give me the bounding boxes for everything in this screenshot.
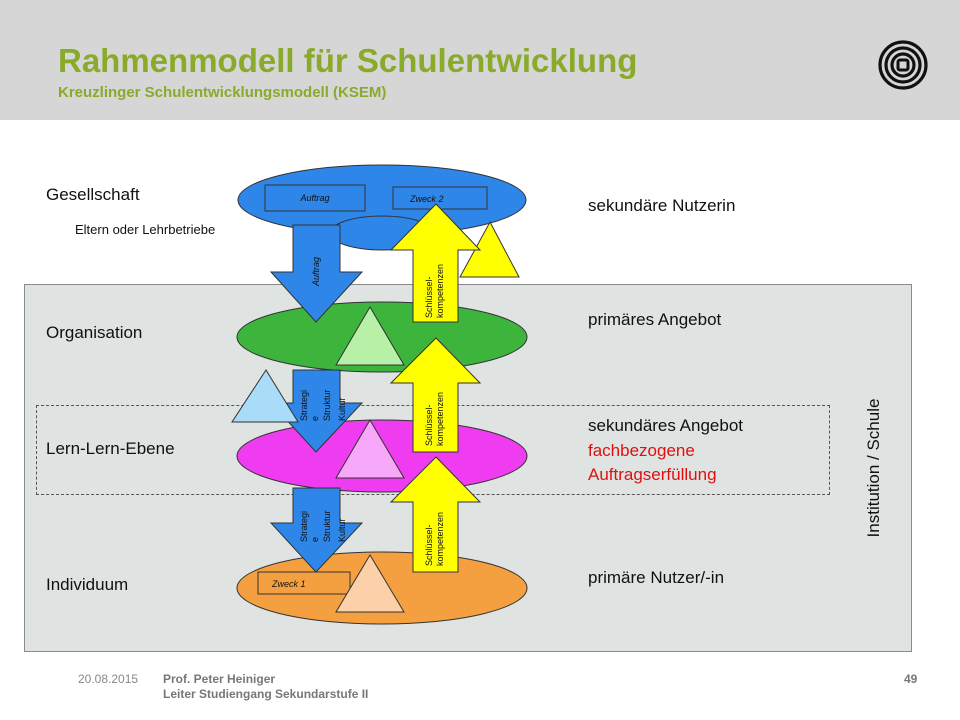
arrow-upper-struktur: Struktur (322, 389, 332, 421)
concentric-logo-icon (878, 40, 928, 90)
box-auftrag (264, 184, 366, 212)
label-sekundaeres-angebot: sekundäres Angebot (588, 416, 744, 435)
header-bar (0, 0, 960, 120)
page-subtitle: Kreuzlinger Schulentwicklungsmodell (KSE… (58, 84, 387, 101)
page-title: Rahmenmodell für Schulentwicklung (58, 42, 638, 79)
arrow-strategie-lower (269, 487, 364, 573)
arrow-schluessel-top (389, 203, 482, 323)
arrow-lower-struktur: Struktur (322, 510, 332, 542)
label-eltern: Eltern oder Lehrbetriebe (75, 222, 216, 237)
label-sekundaere-nutzerin: sekundäre Nutzerin (588, 196, 736, 215)
arrow-auftrag-text: Auftrag (311, 257, 321, 287)
arrow-auftrag (269, 224, 364, 323)
label-gesellschaft: Gesellschaft (46, 185, 140, 204)
footer-author-name: Prof. Peter Heiniger (163, 672, 276, 686)
label-fachbezogene: fachbezogene (588, 441, 695, 460)
box-auftrag-text: Auftrag (299, 193, 329, 203)
arrow-lower-strategie-2: e (310, 537, 320, 542)
box-zweck1-text: Zweck 1 (271, 579, 306, 589)
triangle-light-magenta (335, 419, 405, 479)
arrow-top-schluessel-1: Schlüssel- (424, 276, 434, 318)
arrow-upper-strategie-2: e (310, 416, 320, 421)
arrow-lower-strategie-1: Strategi (299, 511, 309, 542)
footer-author: Prof. Peter Heiniger Leiter Studiengang … (163, 672, 368, 702)
arrow-top-schluessel-2: kompetenzen (435, 264, 445, 318)
label-primaeres-angebot: primäres Angebot (588, 310, 722, 329)
label-auftragserfuellung: Auftragserfüllung (588, 465, 717, 484)
label-organisation: Organisation (46, 323, 143, 342)
label-individuum: Individuum (46, 575, 129, 594)
arrow-bottom-schluessel-2: kompetenzen (435, 512, 445, 566)
arrow-schluessel-mid (389, 337, 482, 453)
arrow-lower-kultur: Kultur (337, 518, 347, 542)
box-zweck1 (257, 571, 351, 595)
label-lernebene: Lern-Lern-Ebene (46, 439, 175, 458)
arrow-strategie-upper (269, 369, 364, 453)
arrow-upper-strategie-1: Strategi (299, 390, 309, 421)
footer-author-role: Leiter Studiengang Sekundarstufe II (163, 687, 369, 701)
arrow-schluessel-bottom (389, 456, 482, 573)
triangle-light-green (335, 306, 405, 366)
label-primaere-nutzer: primäre Nutzer/-in (588, 568, 725, 587)
arrow-upper-kultur: Kultur (337, 397, 347, 421)
triangle-peach (335, 554, 405, 613)
arrow-mid-schluessel-2: kompetenzen (435, 392, 445, 446)
footer-date: 20.08.2015 (78, 672, 139, 686)
box-zweck2-text: Zweck 2 (409, 194, 444, 204)
arrow-mid-schluessel-1: Schlüssel- (424, 404, 434, 446)
triangle-light-blue (231, 369, 299, 423)
footer-page-number: 49 (904, 672, 918, 686)
arrow-bottom-schluessel-1: Schlüssel- (424, 524, 434, 566)
